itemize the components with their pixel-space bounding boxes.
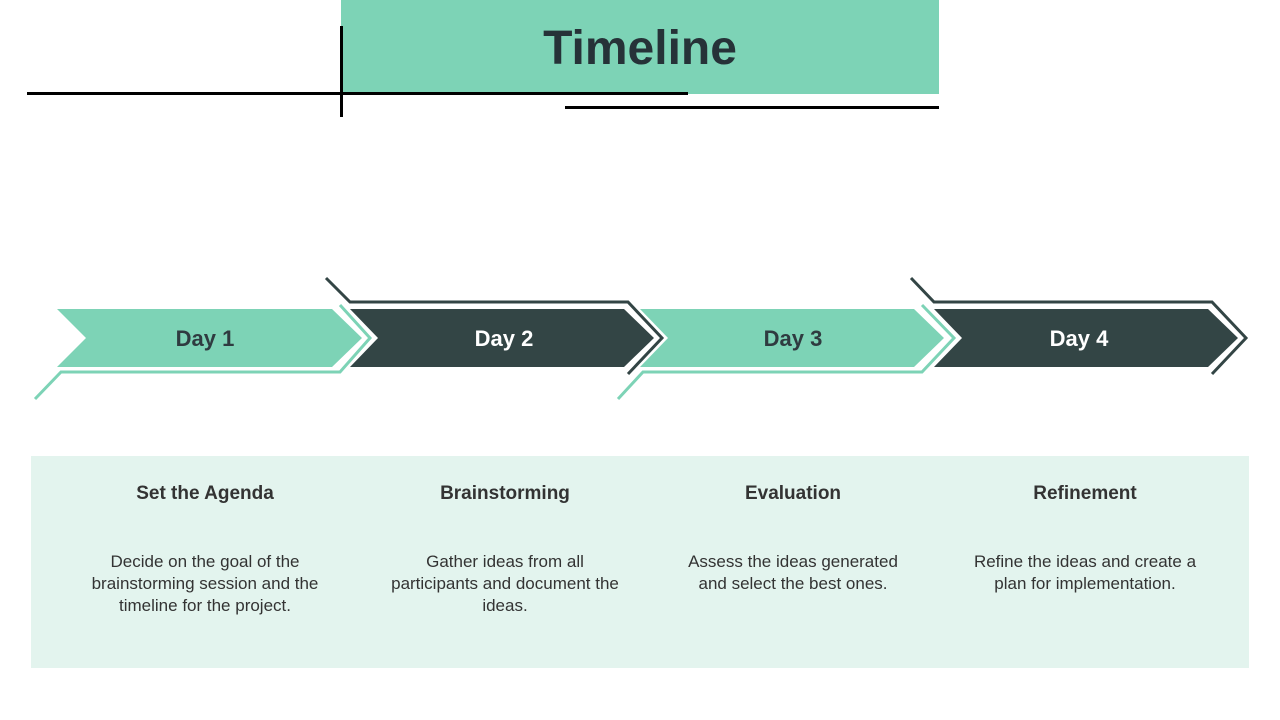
step-title: Refinement <box>1033 483 1137 504</box>
step-title: Set the Agenda <box>136 483 274 504</box>
day-1-label: Day 1 <box>175 326 235 351</box>
day-2-label: Day 2 <box>474 326 534 351</box>
day-4-label: Day 4 <box>1049 326 1109 351</box>
decor-line-right <box>565 106 939 109</box>
step-description: Assess the ideas generated and select th… <box>688 552 898 593</box>
step-description: Decide on the goal of the brainstorming … <box>91 552 319 615</box>
decor-line-left <box>27 92 688 95</box>
decor-line-vertical <box>340 26 343 117</box>
step-card-4: Refinement Refine the ideas and create a… <box>965 456 1205 668</box>
step-description: Refine the ideas and create a plan for i… <box>973 552 1197 593</box>
description-panel: Set the Agenda Decide on the goal of the… <box>31 456 1249 668</box>
step-card-2: Brainstorming Gather ideas from all part… <box>390 456 620 668</box>
step-description: Gather ideas from all participants and d… <box>391 552 619 615</box>
step-title: Brainstorming <box>440 483 570 504</box>
step-card-3: Evaluation Assess the ideas generated an… <box>673 456 913 668</box>
day-4-chevron <box>909 276 1249 376</box>
day-1-chevron <box>33 303 373 401</box>
day-3-label: Day 3 <box>763 326 823 351</box>
title-banner <box>341 0 939 94</box>
day-2-chevron <box>324 276 665 376</box>
day-3-chevron <box>616 303 957 401</box>
step-title: Evaluation <box>744 483 842 504</box>
page-title: Timeline <box>543 21 737 75</box>
step-card-1: Set the Agenda Decide on the goal of the… <box>75 456 335 668</box>
